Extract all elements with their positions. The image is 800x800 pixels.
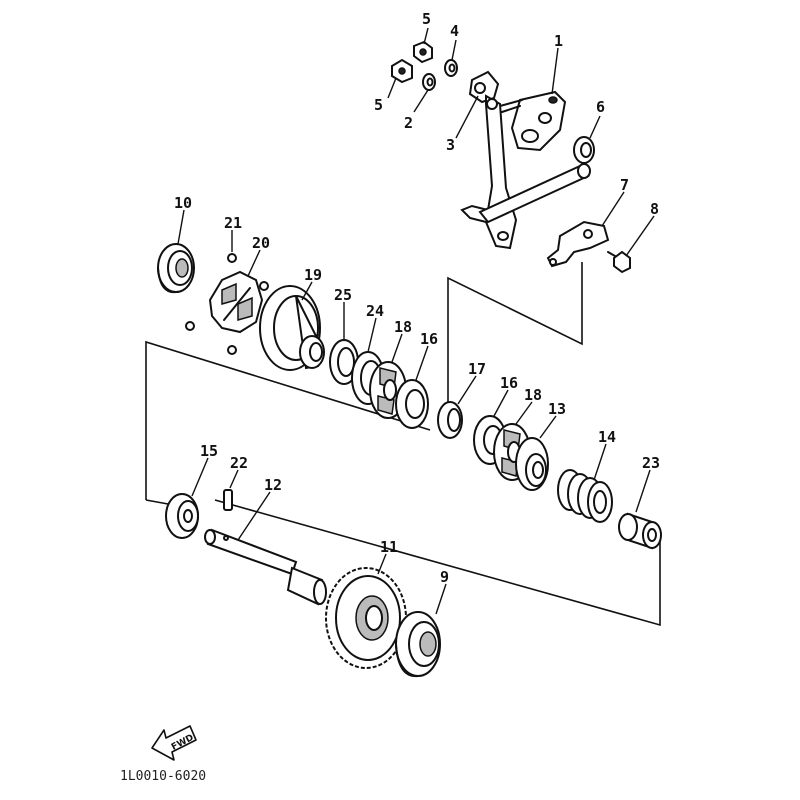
part-5-nut-upper	[413, 40, 433, 64]
callout-9: 9	[440, 568, 449, 586]
callout-6: 6	[596, 98, 605, 116]
drawing-code: 1L0010-6020	[120, 769, 206, 784]
callout-8: 8	[650, 200, 659, 218]
part-21-pins	[185, 253, 269, 355]
callout-5-lower: 5	[374, 96, 383, 114]
callout-15: 15	[200, 442, 218, 460]
callout-22: 22	[230, 454, 248, 472]
part-16-washer-upper	[395, 379, 429, 429]
leader-lines	[177, 27, 655, 615]
part-5-nut-lower	[391, 58, 413, 84]
part-25-washer	[329, 339, 359, 385]
callout-21: 21	[224, 214, 242, 232]
part-11-gear	[325, 567, 407, 669]
part-17-collar	[437, 401, 463, 439]
part-1-shift-arm	[499, 90, 567, 152]
part-6-oil-seal	[573, 136, 595, 164]
part-8-bolt	[607, 250, 631, 274]
part-15-cap	[165, 493, 199, 539]
part-14-spring	[557, 469, 613, 523]
callout-16-upper: 16	[420, 330, 438, 348]
callout-4: 4	[450, 22, 459, 40]
part-12-shaft	[204, 528, 327, 606]
callout-3: 3	[446, 136, 455, 154]
part-19-shift-drum	[259, 285, 325, 371]
callout-11: 11	[380, 538, 398, 556]
part-10-bearing	[157, 243, 195, 294]
part-2-washer	[422, 73, 436, 91]
fwd-arrow-icon: FWD	[151, 725, 197, 761]
callout-14: 14	[598, 428, 616, 446]
part-4-washer	[444, 59, 458, 77]
shift-shaft	[478, 163, 591, 224]
part-23-bushing	[618, 512, 662, 550]
callout-13: 13	[548, 400, 566, 418]
callout-18-upper: 18	[394, 318, 412, 336]
callout-10: 10	[174, 194, 192, 212]
part-9-bearing	[395, 611, 441, 678]
callout-25: 25	[334, 286, 352, 304]
callout-23: 23	[642, 454, 660, 472]
callout-2: 2	[404, 114, 413, 132]
callout-17: 17	[468, 360, 486, 378]
callout-labels: 1 2 3 4 5 5 6 7 8 9 10 11 12 13 14 15 16…	[174, 10, 660, 586]
callout-24: 24	[366, 302, 384, 320]
part-13-retainer	[515, 437, 549, 491]
callout-20: 20	[252, 234, 270, 252]
callout-18-lower: 18	[524, 386, 542, 404]
callout-16-lower: 16	[500, 374, 518, 392]
part-7-stopper-lever	[546, 220, 610, 268]
callout-7: 7	[620, 176, 629, 194]
assembly-guide-lines	[145, 262, 661, 627]
callout-12: 12	[264, 476, 282, 494]
callout-19: 19	[304, 266, 322, 284]
part-20-segment	[208, 270, 264, 334]
callout-1: 1	[554, 32, 563, 50]
part-22-dowel-pin	[223, 489, 233, 511]
callout-5-upper: 5	[422, 10, 431, 28]
